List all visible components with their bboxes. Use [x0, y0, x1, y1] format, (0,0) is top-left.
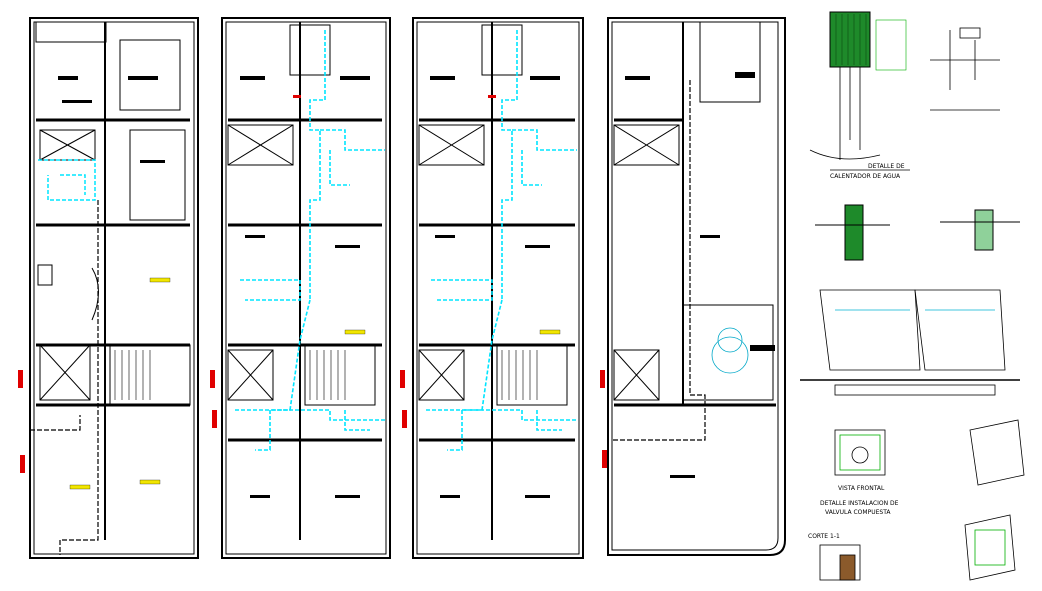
- heater-detail-title-line2: CALENTADOR DE AGUA: [830, 173, 901, 180]
- annotation-marks: [58, 72, 775, 498]
- floor-plan-1-drain-lines: [30, 200, 99, 555]
- red-markers: [18, 95, 607, 473]
- section-label: CORTE 1-1: [808, 533, 840, 540]
- valve-detail-title-line1: DETALLE INSTALACION DE: [820, 500, 899, 507]
- pipe-sleeve-details: [815, 204, 1020, 261]
- floor-plan-2: [221, 17, 391, 559]
- floor-plan-4-roof: [607, 17, 786, 556]
- floor-plan-1-water-lines: [38, 159, 96, 201]
- water-heater-detail: DETALLE DE CALENTADOR DE AGUA: [809, 11, 910, 180]
- floor-plan-3-water-lines: [426, 30, 577, 451]
- frontal-view-label: VISTA FRONTAL: [838, 485, 885, 492]
- valve-frontal-detail: [834, 419, 1025, 486]
- yellow-markers: [69, 277, 561, 490]
- valve-detail-title-line2: VALVULA COMPUESTA: [825, 509, 891, 516]
- floor-plan-4-drain-lines: [612, 80, 706, 441]
- fitting-detail-top: [930, 27, 1000, 111]
- tank-detail: [800, 289, 1020, 396]
- heater-detail-title-line1: DETALLE DE: [868, 163, 905, 170]
- floor-plan-2-water-lines: [235, 30, 385, 451]
- floor-plan-3: [412, 17, 584, 559]
- section-detail: [819, 514, 1016, 581]
- floor-plan-1: [29, 17, 199, 559]
